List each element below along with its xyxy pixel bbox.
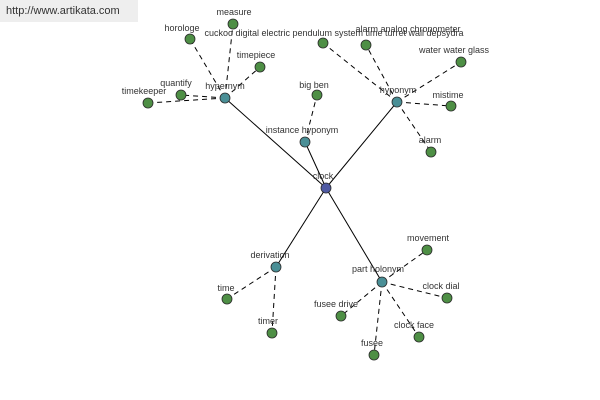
node-instance-hyponym[interactable] [299, 136, 311, 148]
graph-labels: measure horologe timepiece quantifytimekeep… [122, 7, 490, 348]
node-label-part-holonym[interactable]: part holonym [352, 264, 404, 274]
node-label-clock-face[interactable]: clock face [394, 320, 434, 330]
node-label-timekeeper[interactable]: timekeeper [122, 86, 167, 96]
node-measure[interactable] [227, 18, 239, 30]
edge-instance-hyponym-big-ben [304, 94, 318, 143]
edge-clock-part-holonym [325, 187, 383, 283]
node-movement[interactable] [421, 244, 433, 256]
node-clock-face[interactable] [413, 331, 425, 343]
node-label-water-glass[interactable]: water water glass [418, 45, 490, 55]
node-label-time[interactable]: time [217, 283, 234, 293]
edge-hyponym-cuckoo-etc [322, 42, 398, 103]
node-label-measure[interactable]: measure [216, 7, 251, 17]
node-label-cuckoo-etc[interactable]: cuckoo digital electric pendulum system … [204, 28, 463, 38]
node-label-timepiece[interactable]: timepiece [237, 50, 276, 60]
node-fusee-drive[interactable] [335, 310, 347, 322]
node-label-big-ben[interactable]: big ben [299, 80, 329, 90]
node-timepiece[interactable] [254, 61, 266, 73]
edge-part-holonym-movement [381, 249, 428, 283]
node-label-movement[interactable]: movement [407, 233, 450, 243]
node-label-hyponym[interactable]: hyponym [380, 85, 417, 95]
node-cuckoo-etc[interactable] [317, 37, 329, 49]
node-label-fusee[interactable]: fusee [361, 338, 383, 348]
edge-part-holonym-fusee [373, 281, 383, 356]
node-timer[interactable] [266, 327, 278, 339]
node-label-mistime[interactable]: mistime [433, 90, 464, 100]
edge-clock-hyponym [325, 101, 398, 189]
edge-hyponym-water-glass [396, 61, 462, 103]
node-label-instance-hyponym[interactable]: instance hyponym [266, 125, 339, 135]
node-label-derivation[interactable]: derivation [250, 250, 289, 260]
node-label-alarm[interactable]: alarm [419, 135, 442, 145]
node-hyponym[interactable] [391, 96, 403, 108]
site-url-banner[interactable]: http://www.artikata.com [0, 0, 138, 22]
edge-derivation-timer [271, 266, 277, 334]
graph-edges [147, 23, 462, 356]
graph-nodes [142, 18, 467, 361]
node-label-alarm-analog[interactable]: alarm analog chronometer [355, 24, 460, 34]
node-label-hypernym[interactable]: hypernym [205, 81, 245, 91]
edge-hyponym-alarm [396, 101, 432, 153]
edge-hyponym-mistime [396, 101, 452, 107]
node-timekeeper[interactable] [142, 97, 154, 109]
node-alarm[interactable] [425, 146, 437, 158]
edge-part-holonym-clock-face [381, 281, 420, 338]
edge-hypernym-timekeeper [147, 97, 226, 104]
node-fusee[interactable] [368, 349, 380, 361]
node-quantify[interactable] [175, 89, 187, 101]
edge-clock-instance-hyponym [304, 141, 327, 189]
edge-hypernym-quantify [180, 94, 226, 99]
node-label-clock[interactable]: clock [313, 171, 334, 181]
edge-hypernym-timepiece [224, 66, 261, 99]
node-alarm-analog[interactable] [360, 39, 372, 51]
node-water-glass[interactable] [455, 56, 467, 68]
node-horologe[interactable] [184, 33, 196, 45]
edge-derivation-time [226, 266, 277, 300]
edge-clock-derivation [275, 187, 327, 268]
node-hypernym[interactable] [219, 92, 231, 104]
node-derivation[interactable] [270, 261, 282, 273]
edge-hyponym-alarm-analog [365, 44, 398, 103]
node-label-horologe[interactable]: horologe [164, 23, 199, 33]
node-part-holonym[interactable] [376, 276, 388, 288]
node-label-fusee-drive[interactable]: fusee drive [314, 299, 358, 309]
node-clock[interactable] [320, 182, 332, 194]
node-label-timer[interactable]: timer [258, 316, 278, 326]
edge-hypernym-horologe [189, 38, 226, 99]
node-big-ben[interactable] [311, 89, 323, 101]
node-label-quantify[interactable]: quantify [160, 78, 192, 88]
edge-part-holonym-clock-dial [381, 281, 448, 299]
node-clock-dial[interactable] [441, 292, 453, 304]
node-time[interactable] [221, 293, 233, 305]
edge-hypernym-measure [224, 23, 234, 99]
node-label-clock-dial[interactable]: clock dial [422, 281, 459, 291]
node-mistime[interactable] [445, 100, 457, 112]
edge-clock-hypernym [224, 97, 327, 189]
